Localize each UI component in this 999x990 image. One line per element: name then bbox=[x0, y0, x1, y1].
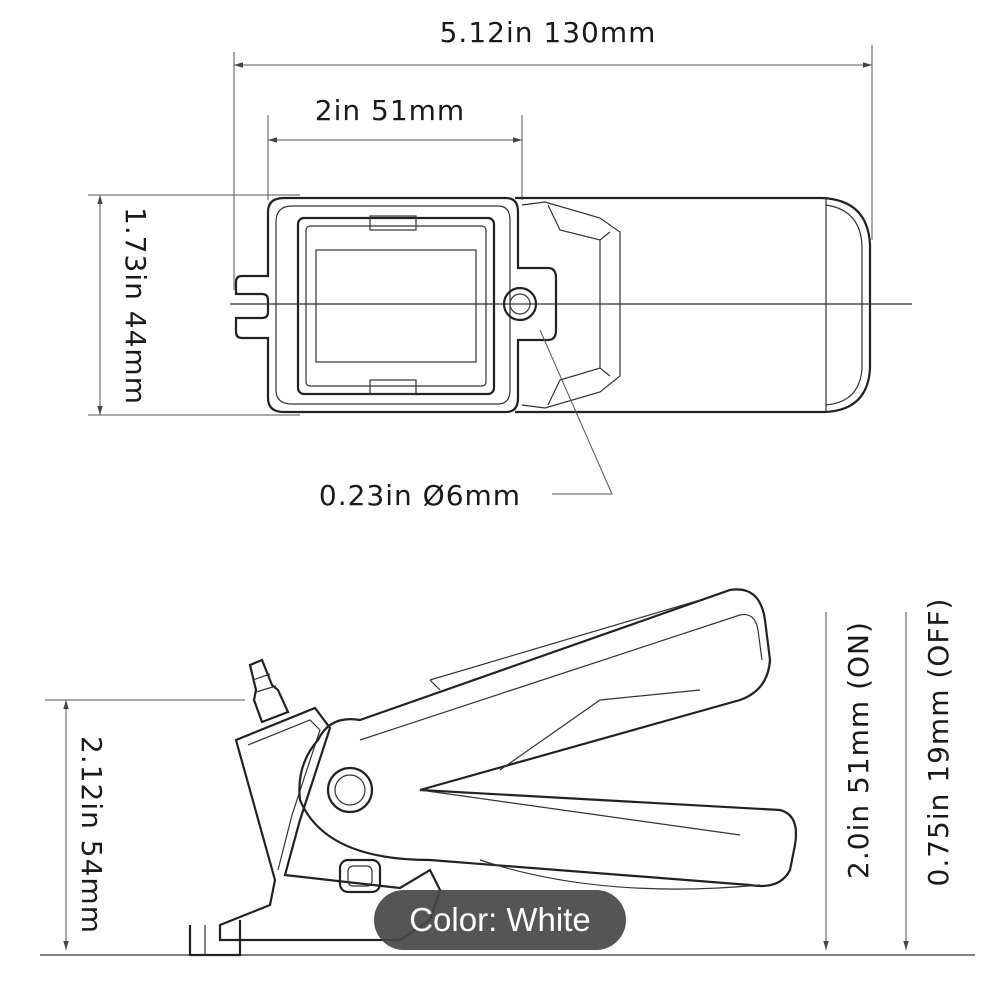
top-height-label: 1.73in 44mm bbox=[119, 207, 152, 405]
off-height-label: 0.75in 19mm (OFF) bbox=[922, 598, 955, 887]
top-view bbox=[88, 45, 912, 495]
on-height-label: 2.0in 51mm (ON) bbox=[842, 621, 875, 879]
color-badge: Color: White bbox=[374, 890, 626, 950]
overall-length-label: 5.12in 130mm bbox=[440, 16, 657, 49]
hole-diameter-label: 0.23in Ø6mm bbox=[319, 479, 521, 512]
body-width-label: 2in 51mm bbox=[315, 94, 465, 127]
side-view bbox=[40, 588, 975, 957]
side-height-label: 2.12in 54mm bbox=[75, 736, 108, 934]
